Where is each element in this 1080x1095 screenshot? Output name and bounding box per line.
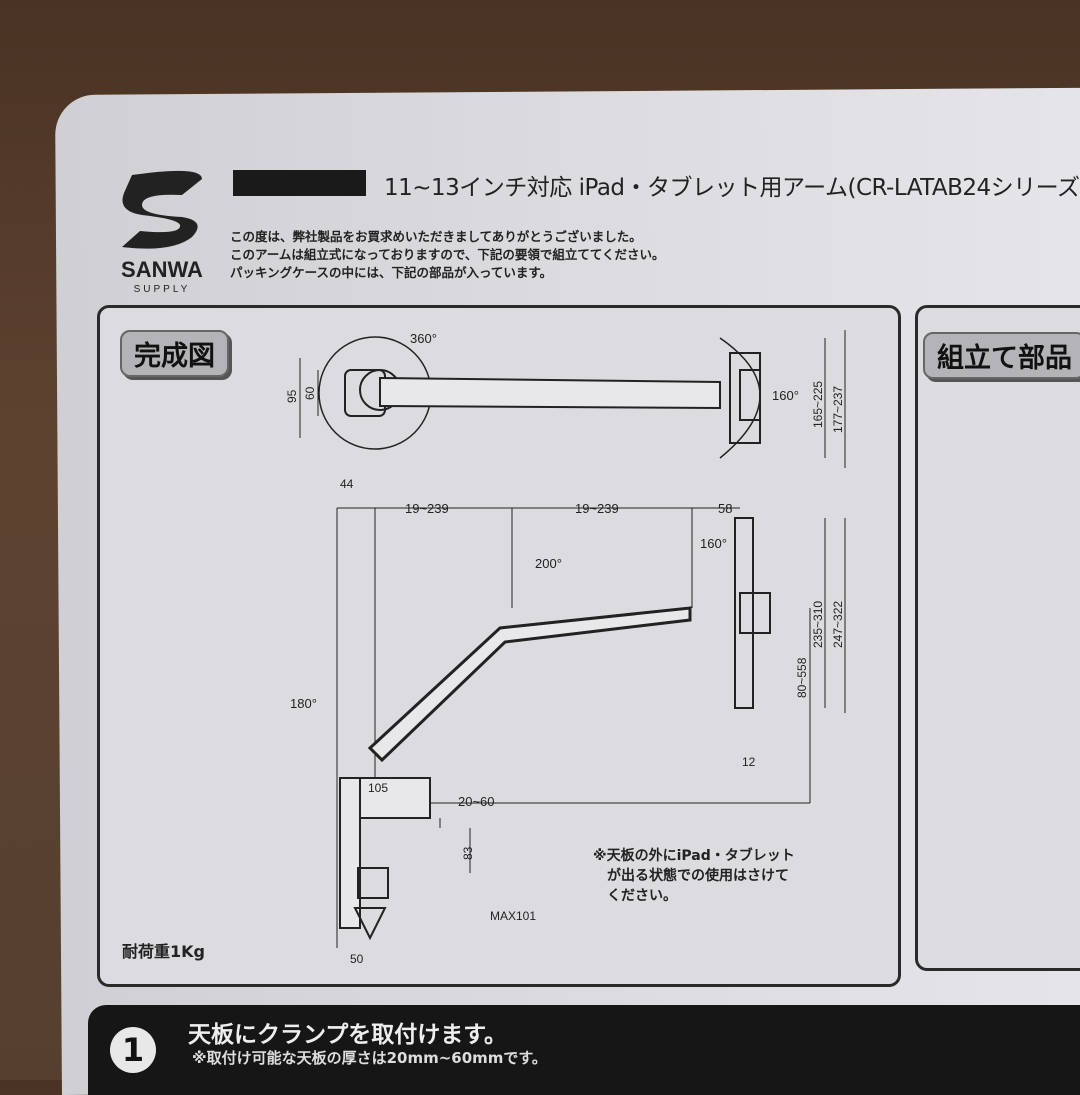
intro-line: このアームは組立式になっておりますので、下記の要領で組立ててください。 <box>230 247 665 262</box>
label-rotation-200: 200° <box>535 556 562 571</box>
dim-247-322: 247~322 <box>831 601 845 648</box>
dim-165-225: 165~225 <box>811 381 825 428</box>
intro-line: パッキングケースの中には、下記の部品が入っています。 <box>230 265 553 280</box>
dim-83: 83 <box>461 846 475 860</box>
dim-58: 58 <box>718 501 732 516</box>
note-line: が出る状態での使用はさけて <box>607 868 789 884</box>
page-title: 11~13インチ対応 iPad・タブレット用アーム(CR-LATAB24シリーズ <box>384 175 1080 201</box>
dim-80-558: 80~558 <box>795 657 809 698</box>
sanwa-logo: SANWA SUPPLY <box>121 170 203 295</box>
dim-95: 95 <box>285 389 299 403</box>
dim-50: 50 <box>350 952 364 966</box>
svg-text:SUPPLY: SUPPLY <box>134 284 191 295</box>
label-tilt-160: 160° <box>772 388 799 403</box>
dim-44: 44 <box>340 477 354 491</box>
dim-60: 60 <box>303 386 317 400</box>
complete-diagram-panel: 完成図 360° 95 60 160° 165~225 177~237 <box>97 305 901 987</box>
label-rotation-180: 180° <box>290 696 317 711</box>
dim-arm2: 19~239 <box>575 501 619 516</box>
intro-text: この度は、弊社製品をお買求めいただきましてありがとうございました。 このアームは… <box>230 228 665 282</box>
dim-12: 12 <box>742 755 756 769</box>
usage-warning-note: ※天板の外にiPad・タブレット が出る状態での使用はさけて ください。 <box>593 846 795 906</box>
arm-diagram: 360° 95 60 160° 165~225 177~237 44 19~23… <box>285 330 846 966</box>
parts-panel: 組立て部品 <box>915 305 1080 971</box>
step-note: ※取付け可能な天板の厚さは20mm~60mmです。 <box>192 1049 547 1067</box>
step-title: 天板にクランプを取付けます。 <box>188 1022 508 1048</box>
step-number: 1 <box>110 1027 156 1073</box>
logo-text: SANWA <box>121 257 203 282</box>
intro-line: この度は、弊社製品をお買求めいただきましてありがとうございました。 <box>230 229 642 244</box>
dim-177-237: 177~237 <box>831 386 845 433</box>
load-capacity: 耐荷重1Kg <box>122 942 205 961</box>
label-tilt-160: 160° <box>700 536 727 551</box>
dim-20-60: 20~60 <box>458 794 495 809</box>
note-line: ください。 <box>607 888 677 904</box>
dim-235-310: 235~310 <box>811 601 825 648</box>
parts-heading: 組立て部品 <box>923 332 1080 379</box>
complete-heading: 完成図 <box>120 330 229 377</box>
dim-105: 105 <box>368 781 388 795</box>
note-line: ※天板の外にiPad・タブレット <box>593 848 795 864</box>
label-rotation-360: 360° <box>410 331 437 346</box>
dim-max101: MAX101 <box>490 909 536 923</box>
title-bar-block <box>233 170 366 196</box>
step-1-banner: 1 天板にクランプを取付けます。 ※取付け可能な天板の厚さは20mm~60mmで… <box>88 1005 1080 1095</box>
dim-arm1: 19~239 <box>405 501 449 516</box>
